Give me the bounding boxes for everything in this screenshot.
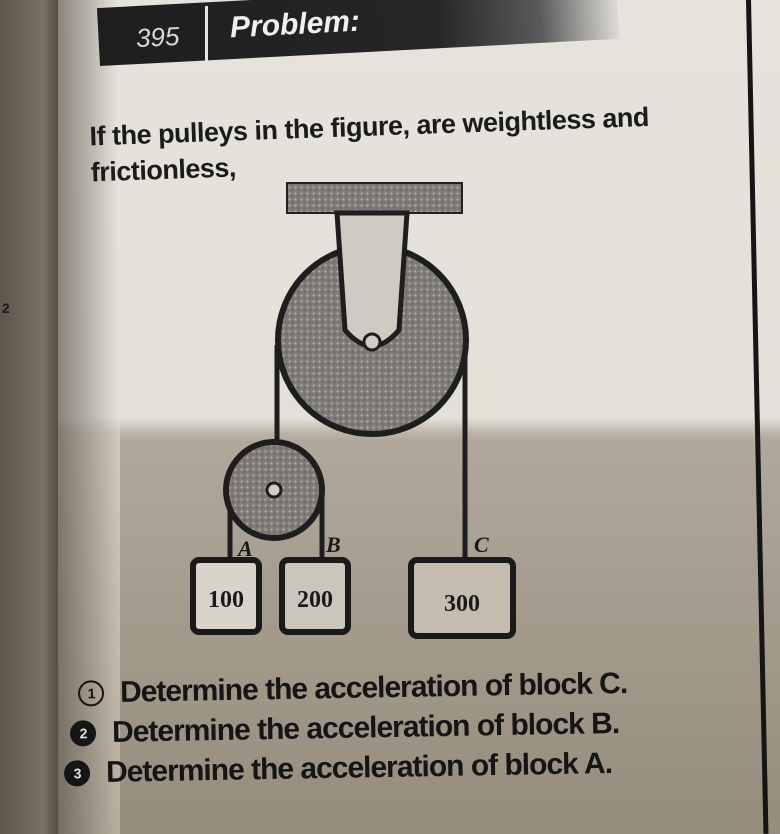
question-number-badge: 2: [69, 720, 97, 747]
question-text: Determine the acceleration of block B.: [111, 707, 620, 749]
svg-text:100: 100: [208, 587, 244, 613]
block-a: 100 A: [190, 536, 262, 635]
question-number-badge: 1: [77, 680, 105, 707]
gutter-shadow: [58, 0, 118, 834]
svg-text:B: B: [325, 532, 341, 557]
fixed-pulley: [275, 210, 469, 437]
question-number-badge: 3: [63, 760, 91, 787]
question-text: Determine the acceleration of block A.: [105, 747, 613, 789]
left-page-edge: 2: [0, 0, 62, 834]
header-divider: [205, 6, 208, 66]
svg-text:C: C: [474, 532, 489, 557]
question-list: 1 Determine the acceleration of block C.…: [50, 667, 690, 789]
ceiling-mount: [286, 182, 463, 214]
svg-text:300: 300: [444, 591, 480, 617]
left-page-marker: 2: [2, 300, 10, 316]
block-b: 200 B: [279, 532, 351, 635]
axle-icon: [362, 332, 382, 352]
svg-text:200: 200: [297, 587, 333, 613]
svg-text:A: A: [236, 536, 253, 561]
block-c: 300 C: [408, 532, 516, 639]
movable-pulley: [223, 439, 325, 541]
question-text: Determine the acceleration of block C.: [119, 667, 628, 709]
